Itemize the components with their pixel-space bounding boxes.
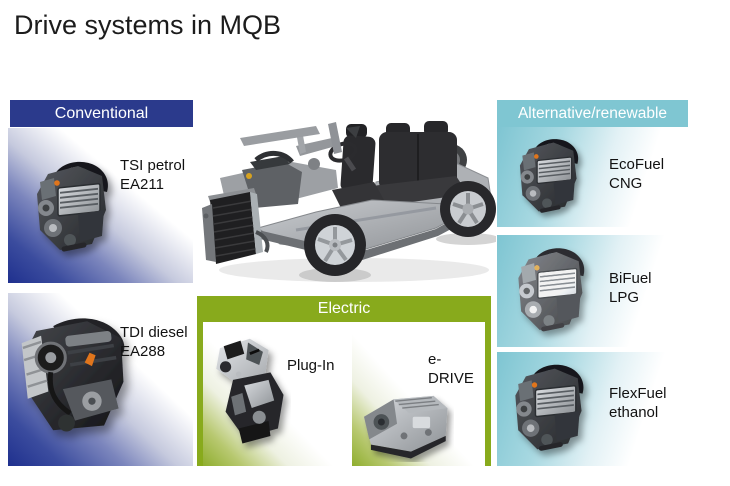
- flexfuel-line1: FlexFuel: [609, 385, 667, 402]
- ecofuel-line1: EcoFuel: [609, 156, 665, 173]
- flexfuel-label: FlexFuel ethanol: [609, 384, 667, 422]
- alternative-header: Alternative/renewable: [497, 100, 688, 127]
- ecofuel-panel: EcoFuel CNG: [497, 127, 688, 227]
- ecofuel-label: EcoFuel CNG: [609, 155, 664, 193]
- ethanol-engine-icon: [499, 354, 595, 464]
- electric-right-border: [485, 322, 491, 466]
- e-drive-line1: e-: [428, 351, 442, 368]
- tdi-line1: TDI diesel: [120, 324, 188, 341]
- electric-section: Electric Plug-In e- DRIVE: [197, 296, 491, 466]
- conventional-header: Conventional: [10, 100, 193, 127]
- e-drive-line2: DRIVE: [428, 370, 474, 387]
- electric-header: Electric: [197, 296, 491, 322]
- electric-panel-gap: [345, 322, 352, 466]
- tdi-diesel-panel: TDI diesel EA288: [8, 293, 193, 466]
- bifuel-line2: LPG: [609, 289, 640, 306]
- flexfuel-line2: ethanol: [609, 404, 659, 421]
- tsi-line2: EA211: [120, 176, 164, 193]
- electric-body: Plug-In e- DRIVE: [197, 322, 491, 466]
- tsi-petrol-label: TSI petrol EA211: [120, 156, 185, 194]
- tsi-line1: TSI petrol: [120, 157, 186, 174]
- bifuel-panel: BiFuel LPG: [497, 235, 688, 347]
- edrive-gearbox-icon: [354, 382, 454, 462]
- e-drive-label: e- DRIVE: [428, 350, 474, 388]
- ecofuel-line2: CNG: [609, 175, 643, 192]
- e-drive-panel: e- DRIVE: [352, 322, 485, 466]
- flexfuel-panel: FlexFuel ethanol: [497, 352, 688, 466]
- bifuel-line1: BiFuel: [609, 270, 652, 287]
- mqb-platform-chassis-icon: [196, 112, 496, 292]
- bifuel-label: BiFuel LPG: [609, 269, 652, 307]
- tsi-petrol-panel: TSI petrol EA211: [8, 128, 193, 283]
- cng-engine-icon: [499, 131, 595, 223]
- page-title: Drive systems in MQB: [14, 10, 282, 40]
- electric-left-border: [197, 322, 203, 466]
- plug-in-line1: Plug-In: [287, 357, 335, 374]
- plug-in-label: Plug-In: [287, 356, 335, 375]
- tdi-diesel-label: TDI diesel EA288: [120, 323, 188, 361]
- lpg-engine-icon: [499, 239, 599, 343]
- plug-in-panel: Plug-In: [203, 322, 345, 466]
- tdi-line2: EA288: [120, 343, 166, 360]
- petrol-engine-icon: [20, 142, 120, 274]
- hybrid-engine-icon: [205, 328, 291, 458]
